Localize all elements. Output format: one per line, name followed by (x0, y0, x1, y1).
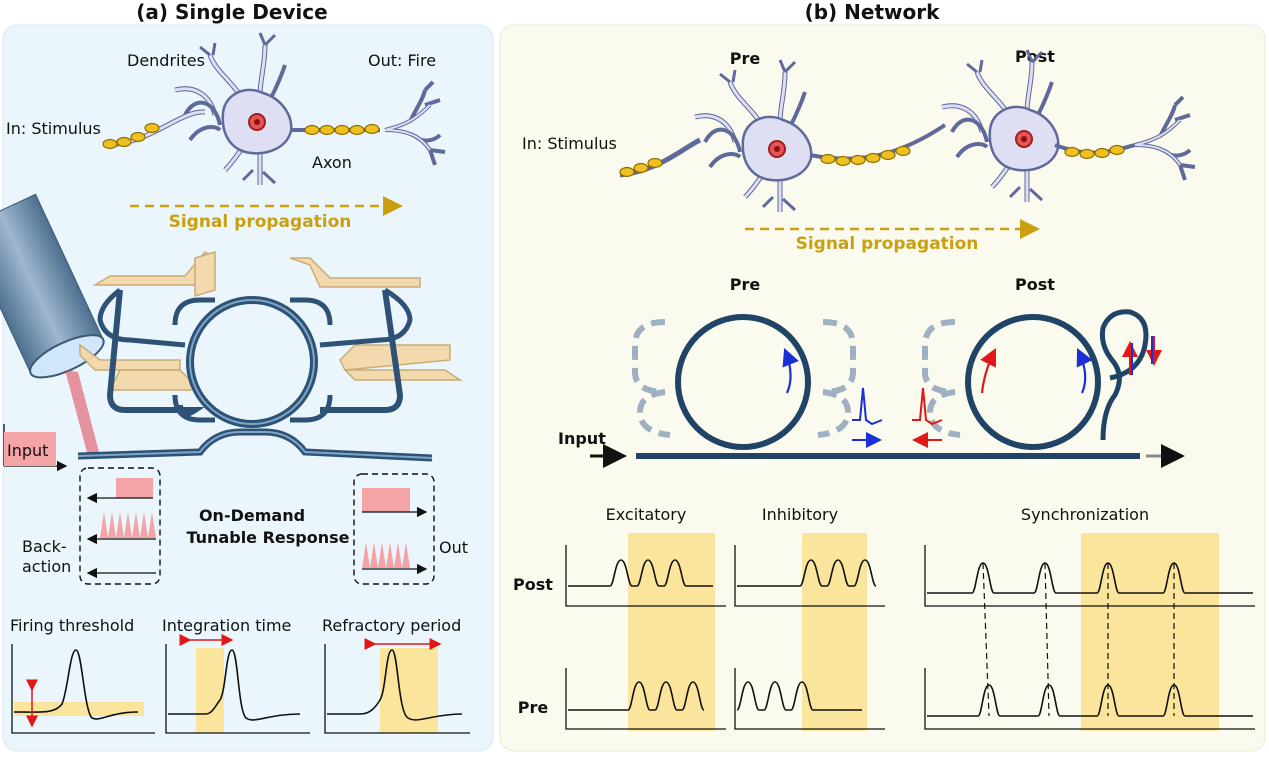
excitatory-label: Excitatory (606, 505, 687, 524)
refractory-period-plot (324, 638, 470, 734)
signal-propagation-label-b: Signal propagation (796, 234, 979, 254)
back-action-label-1: Back- (22, 537, 67, 556)
back-action-label-2: action (22, 557, 71, 576)
device-illustration (0, 193, 463, 462)
network-rings (590, 309, 1185, 468)
excitatory-plots (565, 533, 726, 731)
in-stimulus-label-a: In: Stimulus (6, 119, 101, 138)
firing-threshold-plot (11, 644, 155, 734)
synchronization-plots (924, 533, 1255, 731)
input-signal-plot: Input (3, 424, 68, 472)
firing-threshold-label: Firing threshold (10, 616, 134, 635)
panel-a-title: (a) Single Device (136, 0, 327, 24)
refractory-period-label: Refractory period (322, 616, 461, 635)
out-fire-label: Out: Fire (368, 51, 436, 70)
post-ring-label: Post (1015, 275, 1055, 294)
in-stimulus-label-b: In: Stimulus (522, 134, 617, 153)
output-box (353, 473, 435, 585)
axon-label: Axon (312, 153, 352, 172)
pre-label: Pre (730, 49, 761, 68)
inhibitory-label: Inhibitory (762, 505, 838, 524)
tunable-label-2: Tunable Response (187, 528, 350, 547)
panel-b-title: (b) Network (805, 0, 941, 24)
back-action-box (79, 467, 161, 585)
dendrites-label: Dendrites (127, 51, 205, 70)
tunable-label-1: On-Demand (199, 506, 305, 525)
post-label: Post (1015, 47, 1055, 66)
input-label-a: Input (7, 441, 48, 460)
neuron-network-illustration (619, 50, 1197, 212)
pre-ring-label: Pre (730, 275, 761, 294)
signal-propagation-label-a: Signal propagation (169, 212, 352, 232)
integration-time-label: Integration time (162, 616, 291, 635)
synchronization-label: Synchronization (1021, 505, 1149, 524)
pre-row-label: Pre (518, 698, 549, 717)
input-label-b: Input (558, 429, 606, 448)
out-label: Out (439, 538, 468, 557)
neuron-a-illustration (102, 33, 447, 185)
integration-time-plot (165, 634, 310, 734)
post-row-label: Post (513, 575, 553, 594)
inhibitory-plots (734, 533, 885, 731)
